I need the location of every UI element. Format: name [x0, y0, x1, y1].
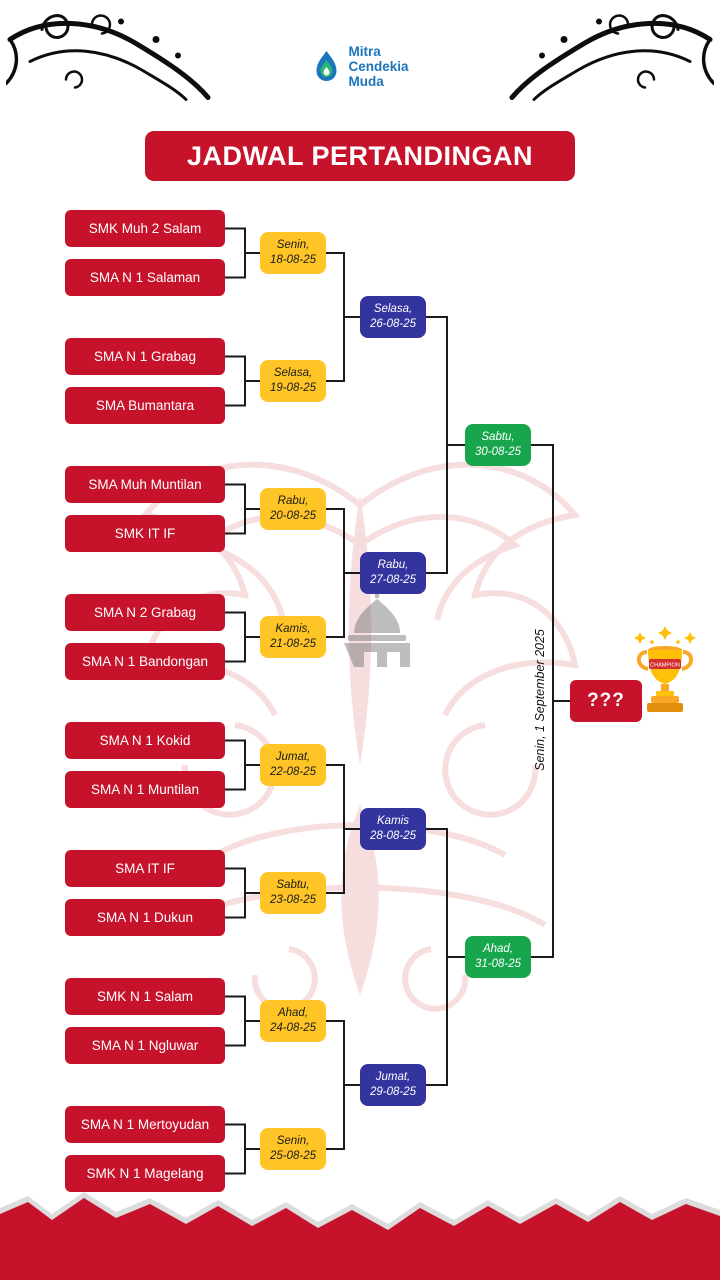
logo-line-3: Muda	[348, 74, 384, 90]
team-box: SMA N 1 Dukun	[65, 899, 225, 936]
match-day: Kamis,	[275, 623, 311, 636]
team-box: SMA N 1 Bandongan	[65, 643, 225, 680]
match-day: Kamis	[377, 815, 409, 828]
team-box: SMA Muh Muntilan	[65, 466, 225, 503]
match-date: 26-08-25	[369, 318, 417, 330]
logo-text: Mitra Cendekia Muda	[348, 44, 408, 89]
team-box: SMA N 1 Muntilan	[65, 771, 225, 808]
match-day: Sabtu,	[276, 879, 310, 892]
match-date-box: Sabtu, 23-08-25	[260, 872, 326, 914]
match-day: Ahad,	[482, 943, 514, 956]
corner-flourish-icon	[6, 13, 211, 101]
match-day: Senin,	[276, 239, 310, 252]
team-box: SMA IT IF	[65, 850, 225, 887]
logo-line-1: Mitra	[348, 44, 381, 59]
team-box: SMA Bumantara	[65, 387, 225, 424]
mosque-emblem-watermark	[344, 593, 410, 667]
team-box: SMA N 1 Salaman	[65, 259, 225, 296]
match-day: Selasa,	[373, 303, 413, 316]
match-date-box: Selasa, 19-08-25	[260, 360, 326, 402]
logo-drop-icon	[316, 50, 337, 81]
final-date-label: Senin, 1 September 2025	[533, 629, 547, 771]
quarterfinal-date-box: Jumat, 29-08-25	[360, 1064, 426, 1106]
match-date: 23-08-25	[269, 894, 317, 906]
quarterfinal-date-box: Selasa, 26-08-25	[360, 296, 426, 338]
team-box: SMA N 1 Kokid	[65, 722, 225, 759]
match-date: 27-08-25	[369, 574, 417, 586]
team-box: SMA N 1 Ngluwar	[65, 1027, 225, 1064]
match-date-box: Senin, 18-08-25	[260, 232, 326, 274]
trophy-band-text: CHAMPION	[650, 663, 680, 669]
match-day: Senin,	[276, 1135, 310, 1148]
match-date-box: Kamis, 21-08-25	[260, 616, 326, 658]
match-date: 18-08-25	[269, 254, 317, 266]
semifinal-date-box: Sabtu, 30-08-25	[465, 424, 531, 466]
match-date-box: Rabu, 20-08-25	[260, 488, 326, 530]
match-day: Jumat,	[275, 751, 311, 764]
quarterfinal-date-box: Kamis 28-08-25	[360, 808, 426, 850]
match-date: 22-08-25	[269, 766, 317, 778]
match-date: 25-08-25	[269, 1150, 317, 1162]
quarterfinal-date-box: Rabu, 27-08-25	[360, 552, 426, 594]
page-title: JADWAL PERTANDINGAN	[145, 131, 575, 181]
match-date: 28-08-25	[369, 830, 417, 842]
match-day: Ahad,	[277, 1007, 309, 1020]
match-date-box: Senin, 25-08-25	[260, 1128, 326, 1170]
logo: Mitra Cendekia Muda	[311, 44, 409, 89]
match-day: Rabu,	[377, 559, 409, 572]
team-box: SMK IT IF	[65, 515, 225, 552]
corner-flourish-icon	[509, 13, 714, 101]
match-date: 30-08-25	[474, 446, 522, 458]
team-box: SMK Muh 2 Salam	[65, 210, 225, 247]
match-date: 24-08-25	[269, 1022, 317, 1034]
match-day: Sabtu,	[481, 431, 515, 444]
team-box: SMK N 1 Magelang	[65, 1155, 225, 1192]
match-date: 29-08-25	[369, 1086, 417, 1098]
match-date: 19-08-25	[269, 382, 317, 394]
team-box: SMA N 2 Grabag	[65, 594, 225, 631]
match-date: 31-08-25	[474, 958, 522, 970]
champion-box: ???	[570, 680, 642, 722]
match-date: 20-08-25	[269, 510, 317, 522]
logo-line-2: Cendekia	[348, 59, 409, 75]
team-box: SMA N 1 Mertoyudan	[65, 1106, 225, 1143]
trophy-icon: CHAMPION	[634, 626, 696, 712]
team-box: SMK N 1 Salam	[65, 978, 225, 1015]
match-date-box: Ahad, 24-08-25	[260, 1000, 326, 1042]
match-day: Jumat,	[375, 1071, 411, 1084]
torn-paper-edge	[0, 1192, 720, 1280]
match-date: 21-08-25	[269, 638, 317, 650]
team-box: SMA N 1 Grabag	[65, 338, 225, 375]
semifinal-date-box: Ahad, 31-08-25	[465, 936, 531, 978]
match-day: Selasa,	[273, 367, 313, 380]
match-day: Rabu,	[277, 495, 309, 508]
match-date-box: Jumat, 22-08-25	[260, 744, 326, 786]
